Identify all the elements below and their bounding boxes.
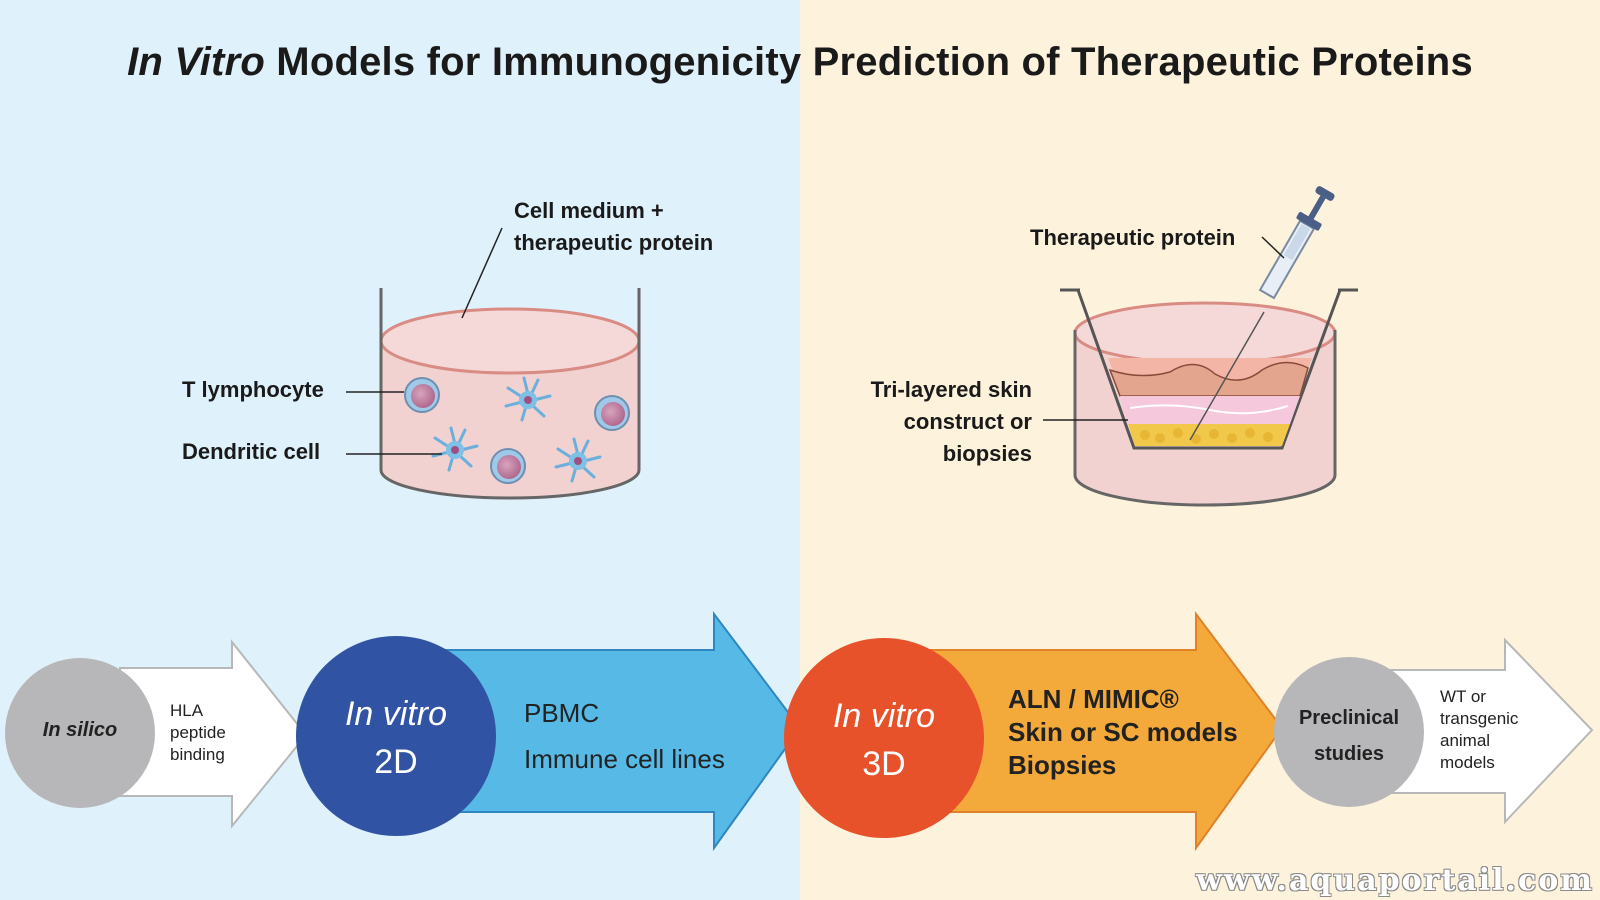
in-vitro-2d-detail-line: PBMC — [524, 698, 600, 728]
preclinical-detail-line: WT or — [1440, 687, 1486, 706]
title-italic: In Vitro — [127, 40, 265, 84]
in-vitro-3d-label-line2: 3D — [862, 745, 906, 783]
in-silico-detail-line: binding — [170, 745, 225, 764]
skin-label-line2: construct or — [903, 409, 1032, 434]
in-vitro-2d-label-line1: In vitro — [344, 695, 448, 733]
medium-label: Cell medium + therapeutic protein — [514, 195, 713, 259]
preclinical-label: Preclinical studies — [1274, 700, 1424, 772]
preclinical-detail-line: models — [1440, 753, 1495, 772]
skin-label-line3: biopsies — [942, 441, 1032, 466]
in-silico-label: In silico — [42, 719, 118, 741]
dendritic-cell-icon — [504, 376, 552, 422]
preclinical-circle — [1274, 657, 1424, 807]
in-vitro-2d-detail-line: Immune cell lines — [524, 744, 725, 774]
in-vitro-2d-label-line2: 2D — [374, 743, 418, 781]
in-silico-detail: HLA peptide binding — [170, 700, 226, 766]
preclinical-detail-line: animal — [1440, 731, 1491, 750]
in-silico-circle — [5, 658, 155, 808]
medium-label-line2: therapeutic protein — [514, 230, 714, 255]
t-lymphocyte-icon — [490, 448, 526, 484]
skin-construct-icon — [1108, 358, 1312, 446]
in-vitro-3d-label: In vitro 3D — [784, 692, 984, 788]
t-lymphocyte-icon — [404, 377, 440, 413]
in-vitro-3d-circle — [784, 638, 984, 838]
in-vitro-2d-label: In vitro 2D — [296, 690, 496, 786]
title-rest: Models for Immunogenicity Prediction of … — [264, 40, 1473, 84]
in-vitro-2d-arrow — [429, 611, 802, 852]
skin-label-line1: Tri-layered skin — [870, 377, 1032, 402]
in-vitro-2d-circle — [296, 636, 496, 836]
dendritic-cell-label: Dendritic cell — [182, 439, 321, 464]
preclinical-arrow — [1384, 637, 1594, 825]
in-silico-arrow — [119, 639, 308, 829]
preclinical-label-line1: Preclinical — [1298, 707, 1400, 729]
in-vitro-3d-arrow — [904, 611, 1284, 852]
dendritic-cell-icon — [431, 426, 479, 472]
in-vitro-3d-detail-line: Biopsies — [1008, 750, 1117, 780]
syringe-icon — [1189, 186, 1335, 441]
in-silico-detail-line: peptide — [170, 723, 226, 742]
t-lymphocyte-icon — [594, 395, 630, 431]
preclinical-detail-line: transgenic — [1440, 709, 1519, 728]
in-vitro-3d-label-line1: In vitro — [832, 697, 936, 735]
watermark: www.aquaportail.com — [1196, 863, 1594, 898]
therapeutic-protein-label: Therapeutic protein — [1030, 225, 1236, 250]
culture-dish-3d — [1043, 186, 1358, 507]
in-silico-detail-line: HLA — [170, 701, 204, 720]
page-title: In Vitro Models for Immunogenicity Predi… — [0, 40, 1600, 85]
preclinical-detail: WT or transgenic animal models — [1440, 686, 1518, 774]
culture-dish-2d — [346, 227, 641, 500]
medium-label-line1: Cell medium + — [514, 198, 664, 223]
in-vitro-3d-detail-line: Skin or SC models — [1008, 717, 1238, 747]
t-lymphocyte-label: T lymphocyte — [182, 377, 324, 402]
dendritic-cell-icon — [554, 437, 602, 483]
preclinical-label-line2: studies — [1313, 743, 1385, 765]
in-vitro-2d-detail: PBMC Immune cell lines — [524, 690, 725, 782]
in-vitro-3d-detail: ALN / MIMIC® Skin or SC models Biopsies — [1008, 683, 1238, 782]
in-vitro-3d-detail-line: ALN / MIMIC® — [1008, 684, 1179, 714]
skin-construct-label: Tri-layered skin construct or biopsies — [820, 374, 1032, 470]
